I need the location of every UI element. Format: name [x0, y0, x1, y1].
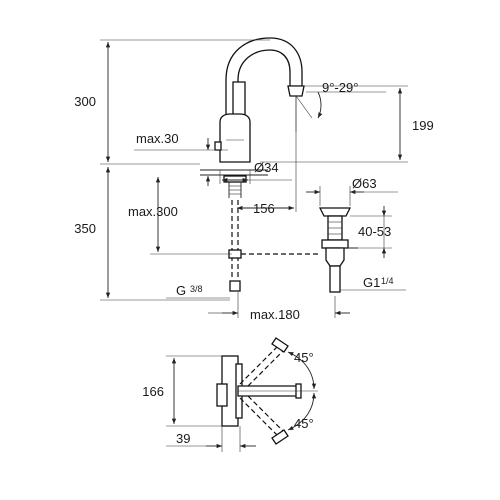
side-dimensions: 300 350 max.30 max.300 Ø34 156 9°-29° — [74, 39, 434, 322]
plan-lever — [216, 383, 228, 407]
waste-body — [325, 247, 345, 267]
dim-plan-angle-top: 45° — [294, 350, 314, 365]
dim-thread-waste-fraction: 1/4 — [381, 276, 394, 286]
dim-body-diameter: Ø34 — [254, 160, 279, 175]
dim-reach: 156 — [253, 201, 275, 216]
dim-spout-height: 199 — [412, 118, 434, 133]
dim-thread-waste: G1 — [363, 275, 380, 290]
dim-plan-angle-bottom: 45° — [294, 416, 314, 431]
mounting-nut — [223, 175, 247, 183]
faucet-plan-view — [216, 337, 318, 445]
faucet-side-view — [200, 37, 320, 292]
lever-knob — [214, 141, 222, 151]
dim-waste-diameter: Ø63 — [352, 176, 377, 191]
spout-nozzle — [287, 85, 305, 97]
plan-dimensions: 166 45° 45° 39 — [142, 350, 317, 452]
dim-max-deck: max.30 — [136, 131, 179, 146]
dim-plan-offset: 39 — [176, 431, 190, 446]
waste-side-view — [318, 207, 358, 293]
dim-plan-height: 166 — [142, 384, 164, 399]
dim-thread-supply-fraction: 3/8 — [190, 284, 203, 294]
dim-thread-supply: G — [176, 283, 186, 298]
waste-flange — [318, 207, 352, 217]
dim-max-below: max.300 — [128, 204, 178, 219]
dim-waste-range: 40-53 — [358, 224, 391, 239]
dim-height-total: 300 — [74, 94, 96, 109]
dim-angle-range: 9°-29° — [322, 80, 358, 95]
faucet-body — [219, 113, 251, 163]
dim-below-height: 350 — [74, 221, 96, 236]
dim-max-horizontal: max.180 — [250, 307, 300, 322]
